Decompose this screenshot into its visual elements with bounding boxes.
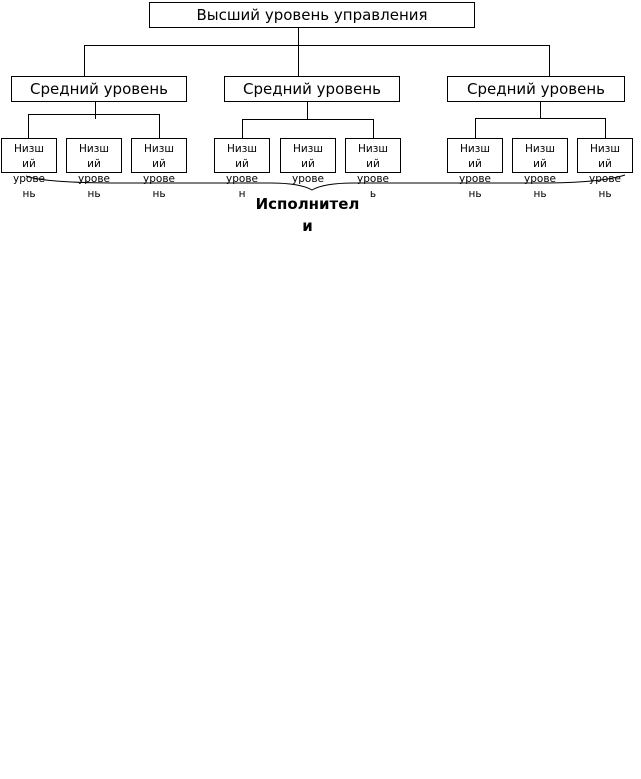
middle-level-box-3: Средний уровень — [447, 76, 625, 102]
middle-level-box-1: Средний уровень — [11, 76, 187, 102]
performers-caption-line-2: и — [302, 217, 313, 235]
middle-level-label: Средний уровень — [243, 80, 381, 98]
top-management-box: Высший уровень управления — [149, 2, 475, 28]
performers-caption-line-1: Исполнител — [255, 195, 360, 213]
middle-level-label: Средний уровень — [30, 80, 168, 98]
performers-caption: Исполнител и — [245, 193, 370, 237]
performers-brace — [25, 174, 626, 191]
middle-level-label: Средний уровень — [467, 80, 605, 98]
middle-level-box-2: Средний уровень — [224, 76, 400, 102]
top-management-label: Высший уровень управления — [196, 6, 428, 24]
